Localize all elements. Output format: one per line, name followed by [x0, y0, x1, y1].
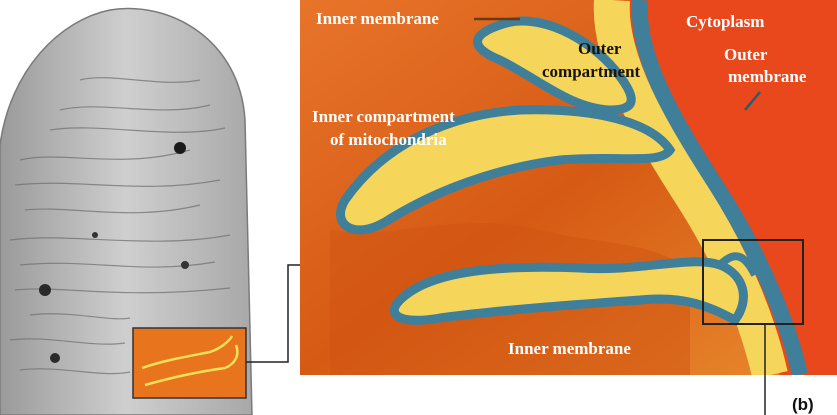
- panel-letter: (b): [792, 395, 814, 414]
- detail-inset: [133, 328, 246, 398]
- label-outer-compartment-line1: Outer: [578, 39, 622, 58]
- label-inner-compartment-line2: of mitochondria: [330, 130, 447, 149]
- label-outer-membrane-line2: membrane: [728, 67, 807, 86]
- label-inner-membrane-bottom: Inner membrane: [508, 339, 631, 358]
- label-cytoplasm: Cytoplasm: [686, 12, 764, 31]
- label-outer-membrane-line1: Outer: [724, 45, 768, 64]
- label-inner-compartment-line1: Inner compartment: [312, 107, 455, 126]
- label-inner-membrane-top: Inner membrane: [316, 9, 439, 28]
- label-outer-compartment-line2: compartment: [542, 62, 641, 81]
- callout-line: [246, 265, 300, 362]
